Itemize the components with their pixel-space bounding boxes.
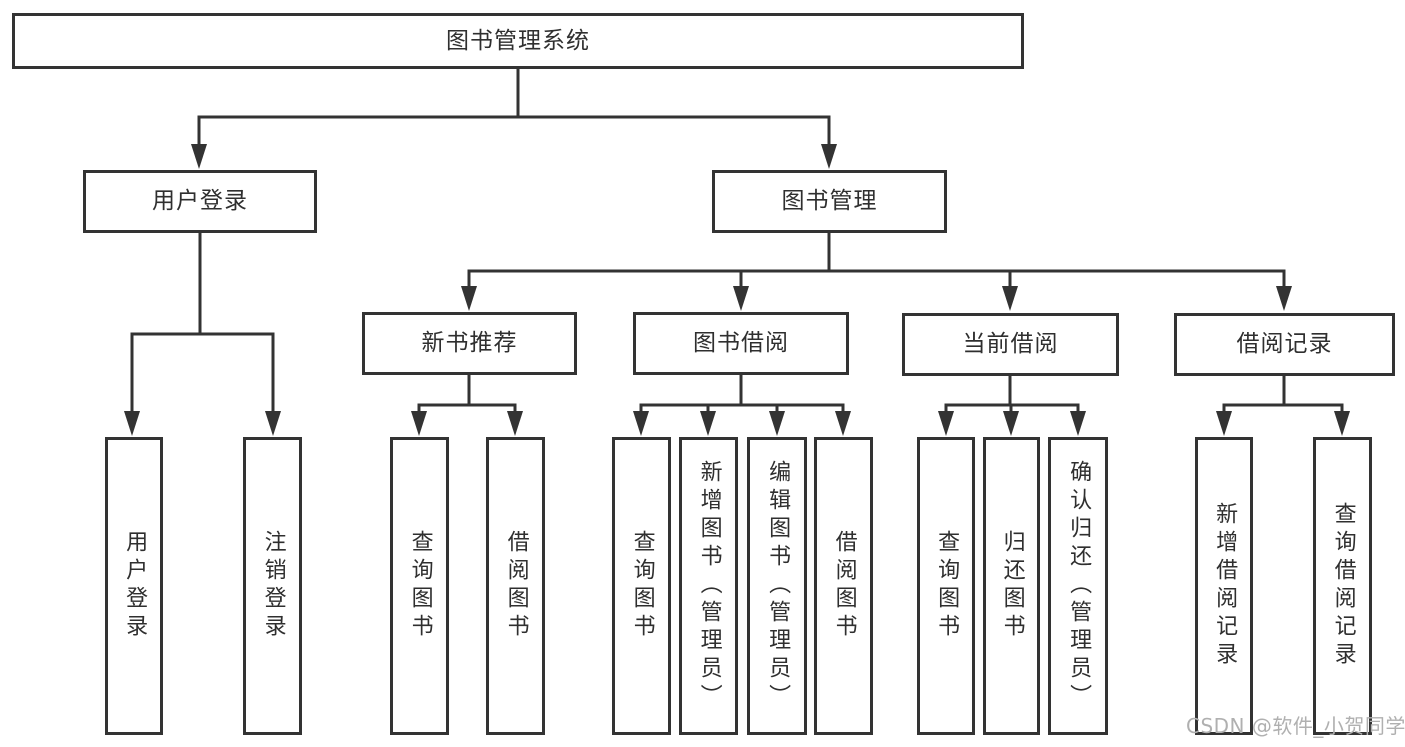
connector-new-book-to-leaves <box>411 375 523 436</box>
leaf-current-return-books-label: 归还图书 <box>999 530 1025 642</box>
node-book-borrow-label: 图书借阅 <box>693 330 789 356</box>
connector-root-to-level1 <box>191 69 837 169</box>
arrowhead <box>411 411 427 436</box>
leaf-record-add-borrow-record: 新增借阅记录 <box>1195 437 1253 735</box>
node-current-borrow-label: 当前借阅 <box>962 331 1059 357</box>
node-new-book-recommend-label: 新书推荐 <box>421 330 518 356</box>
leaf-logout: 注销登录 <box>243 437 302 735</box>
leaf-record-add-borrow-record-label: 新增借阅记录 <box>1212 502 1238 670</box>
connector-book-mgmt-to-level2 <box>461 232 1292 311</box>
leaf-borrow-query-books: 查询图书 <box>612 437 671 735</box>
leaf-newbook-borrow-books: 借阅图书 <box>486 437 545 735</box>
leaf-current-confirm-return-admin: 确认归还（管理员） <box>1048 437 1108 735</box>
arrowhead <box>191 144 207 169</box>
connector-book-borrow-to-leaves <box>633 375 851 436</box>
arrowhead <box>1003 411 1019 436</box>
arrowhead <box>265 411 281 436</box>
node-new-book-recommend: 新书推荐 <box>362 312 577 375</box>
leaf-borrow-add-books-admin: 新增图书（管理员） <box>679 437 738 735</box>
csdn-watermark: CSDN @软件_小贺同学 <box>1186 714 1405 738</box>
node-root-system-label: 图书管理系统 <box>446 27 590 54</box>
node-user-login-label: 用户登录 <box>152 188 248 214</box>
node-current-borrow: 当前借阅 <box>902 313 1119 376</box>
leaf-newbook-query-books-label: 查询图书 <box>407 530 433 642</box>
arrowhead <box>124 411 140 436</box>
leaf-current-confirm-return-admin-label: 确认归还（管理员） <box>1066 460 1092 712</box>
arrowhead <box>633 411 649 436</box>
arrowhead <box>1002 286 1018 311</box>
node-root-system: 图书管理系统 <box>12 13 1024 69</box>
arrowhead <box>733 286 749 311</box>
node-book-management-label: 图书管理 <box>781 188 878 214</box>
arrowhead <box>507 411 523 436</box>
leaf-newbook-query-books: 查询图书 <box>390 437 449 735</box>
leaf-borrow-borrow-books-label: 借阅图书 <box>831 530 857 642</box>
leaf-borrow-edit-books-admin-label: 编辑图书（管理员） <box>765 460 791 712</box>
node-borrow-record-label: 借阅记录 <box>1236 331 1333 357</box>
node-borrow-record: 借阅记录 <box>1174 313 1395 376</box>
leaf-record-query-borrow-record: 查询借阅记录 <box>1313 437 1372 735</box>
arrowhead <box>835 411 851 436</box>
node-book-management: 图书管理 <box>712 170 947 233</box>
arrowhead <box>1334 411 1350 436</box>
arrowhead <box>1070 411 1086 436</box>
node-user-login: 用户登录 <box>83 170 317 233</box>
arrowhead <box>1276 286 1292 311</box>
leaf-user-login-label: 用户登录 <box>122 530 148 642</box>
leaf-borrow-borrow-books: 借阅图书 <box>814 437 873 735</box>
arrowhead <box>769 411 785 436</box>
arrowhead <box>1216 411 1232 436</box>
leaf-record-query-borrow-record-label: 查询借阅记录 <box>1330 502 1356 670</box>
leaf-current-query-books-label: 查询图书 <box>934 530 960 642</box>
arrowhead <box>700 411 716 436</box>
connector-user-login-to-leaves <box>124 232 281 436</box>
node-book-borrow: 图书借阅 <box>633 312 849 375</box>
connector-borrow-record-to-leaves <box>1216 376 1350 436</box>
leaf-current-return-books: 归还图书 <box>983 437 1040 735</box>
leaf-logout-label: 注销登录 <box>260 530 286 642</box>
leaf-newbook-borrow-books-label: 借阅图书 <box>503 530 529 642</box>
leaf-borrow-query-books-label: 查询图书 <box>629 530 655 642</box>
connector-current-borrow-to-leaves <box>938 376 1086 436</box>
leaf-user-login: 用户登录 <box>105 437 163 735</box>
arrowhead <box>821 144 837 169</box>
leaf-current-query-books: 查询图书 <box>917 437 975 735</box>
leaf-borrow-edit-books-admin: 编辑图书（管理员） <box>747 437 807 735</box>
arrowhead <box>461 286 477 311</box>
leaf-borrow-add-books-admin-label: 新增图书（管理员） <box>696 460 722 712</box>
arrowhead <box>938 411 954 436</box>
